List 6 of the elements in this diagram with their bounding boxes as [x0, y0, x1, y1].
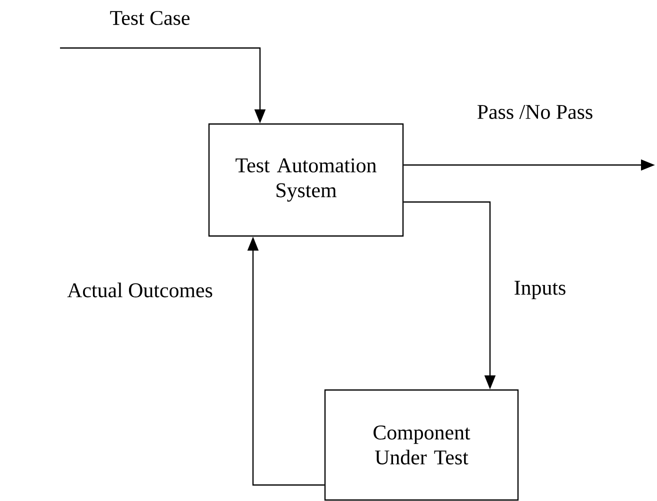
process-box: Test Automation System: [208, 123, 404, 237]
process-box: Component Under Test: [324, 389, 519, 501]
edge-label: Inputs: [514, 280, 566, 300]
edge-label: Actual Outcomes: [67, 282, 212, 298]
edge-label: Pass /No Pass: [477, 105, 592, 119]
edge-label: Test Case: [110, 10, 190, 26]
